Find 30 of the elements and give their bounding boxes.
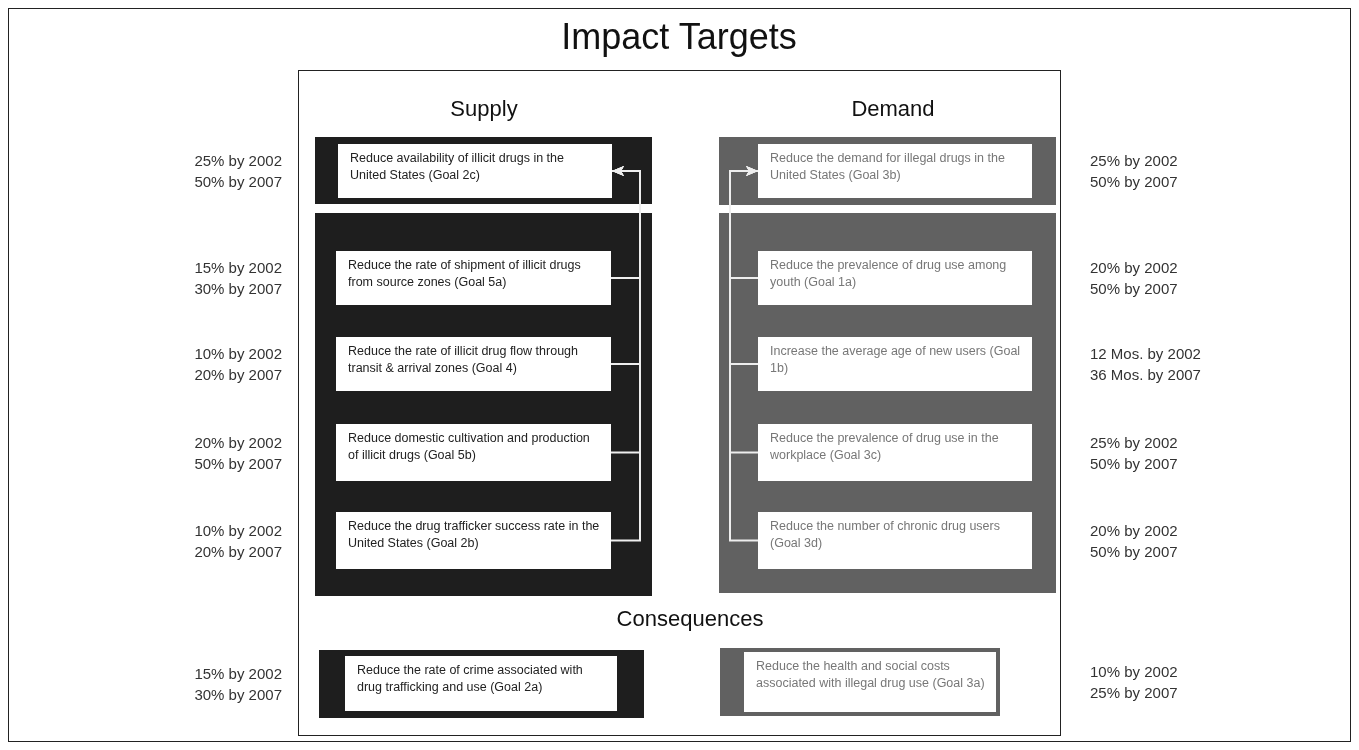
target-text: 20% by 2002 50% by 2007 xyxy=(1090,258,1178,299)
goal-text: Reduce the rate of crime associated with drug trafficking and use (Goal 2a) xyxy=(357,662,584,696)
arrow xyxy=(610,166,641,542)
section-heading: Demand xyxy=(851,96,935,122)
goal-text: Reduce the prevalence of drug use among youth (Goal 1a) xyxy=(770,257,1008,291)
target-text: 10% by 2002 20% by 2007 xyxy=(194,520,282,562)
goal-text: Reduce the number of chronic drug users (Goal 3d) xyxy=(770,518,1001,552)
target-text: 12 Mos. by 2002 36 Mos. by 2007 xyxy=(1090,344,1201,385)
goal-text: Reduce the rate of illicit drug flow through transit & arrival zones (Goal 4) xyxy=(348,343,579,377)
section-heading: Supply xyxy=(450,96,518,122)
target-text: 20% by 2002 50% by 2007 xyxy=(1090,520,1178,562)
target-text: 10% by 2002 25% by 2007 xyxy=(1090,662,1178,703)
goal-text: Reduce the prevalence of drug use in the workplace (Goal 3c) xyxy=(770,430,1000,464)
target-text: 10% by 2002 20% by 2007 xyxy=(194,344,282,385)
goal-text: Reduce the health and social costs associated with illegal drug use (Goal 3a) xyxy=(756,658,986,692)
goal-text: Reduce the demand for illegal drugs in the United States (Goal 3b) xyxy=(770,150,1006,184)
section-heading: Consequences xyxy=(616,606,764,632)
target-text: 25% by 2002 50% by 2007 xyxy=(1090,432,1178,474)
target-text: 25% by 2002 50% by 2007 xyxy=(194,151,282,192)
target-text: 15% by 2002 30% by 2007 xyxy=(194,258,282,299)
target-text: 25% by 2002 50% by 2007 xyxy=(1090,151,1178,192)
goal-text: Reduce availability of illicit drugs in the United States (Goal 2c) xyxy=(350,150,565,184)
target-text: 15% by 2002 30% by 2007 xyxy=(194,663,282,705)
goal-text: Reduce domestic cultivation and production of illicit drugs (Goal 5b) xyxy=(348,430,591,464)
goal-text: Reduce the rate of shipment of illicit drugs from source zones (Goal 5a) xyxy=(348,257,582,291)
title: Impact Targets xyxy=(561,16,797,58)
goal-text: Reduce the drug trafficker success rate in the United States (Goal 2b) xyxy=(348,518,601,552)
arrow xyxy=(729,166,759,542)
target-text: 20% by 2002 50% by 2007 xyxy=(194,432,282,474)
goal-text: Increase the average age of new users (Goal 1b) xyxy=(770,343,1022,377)
